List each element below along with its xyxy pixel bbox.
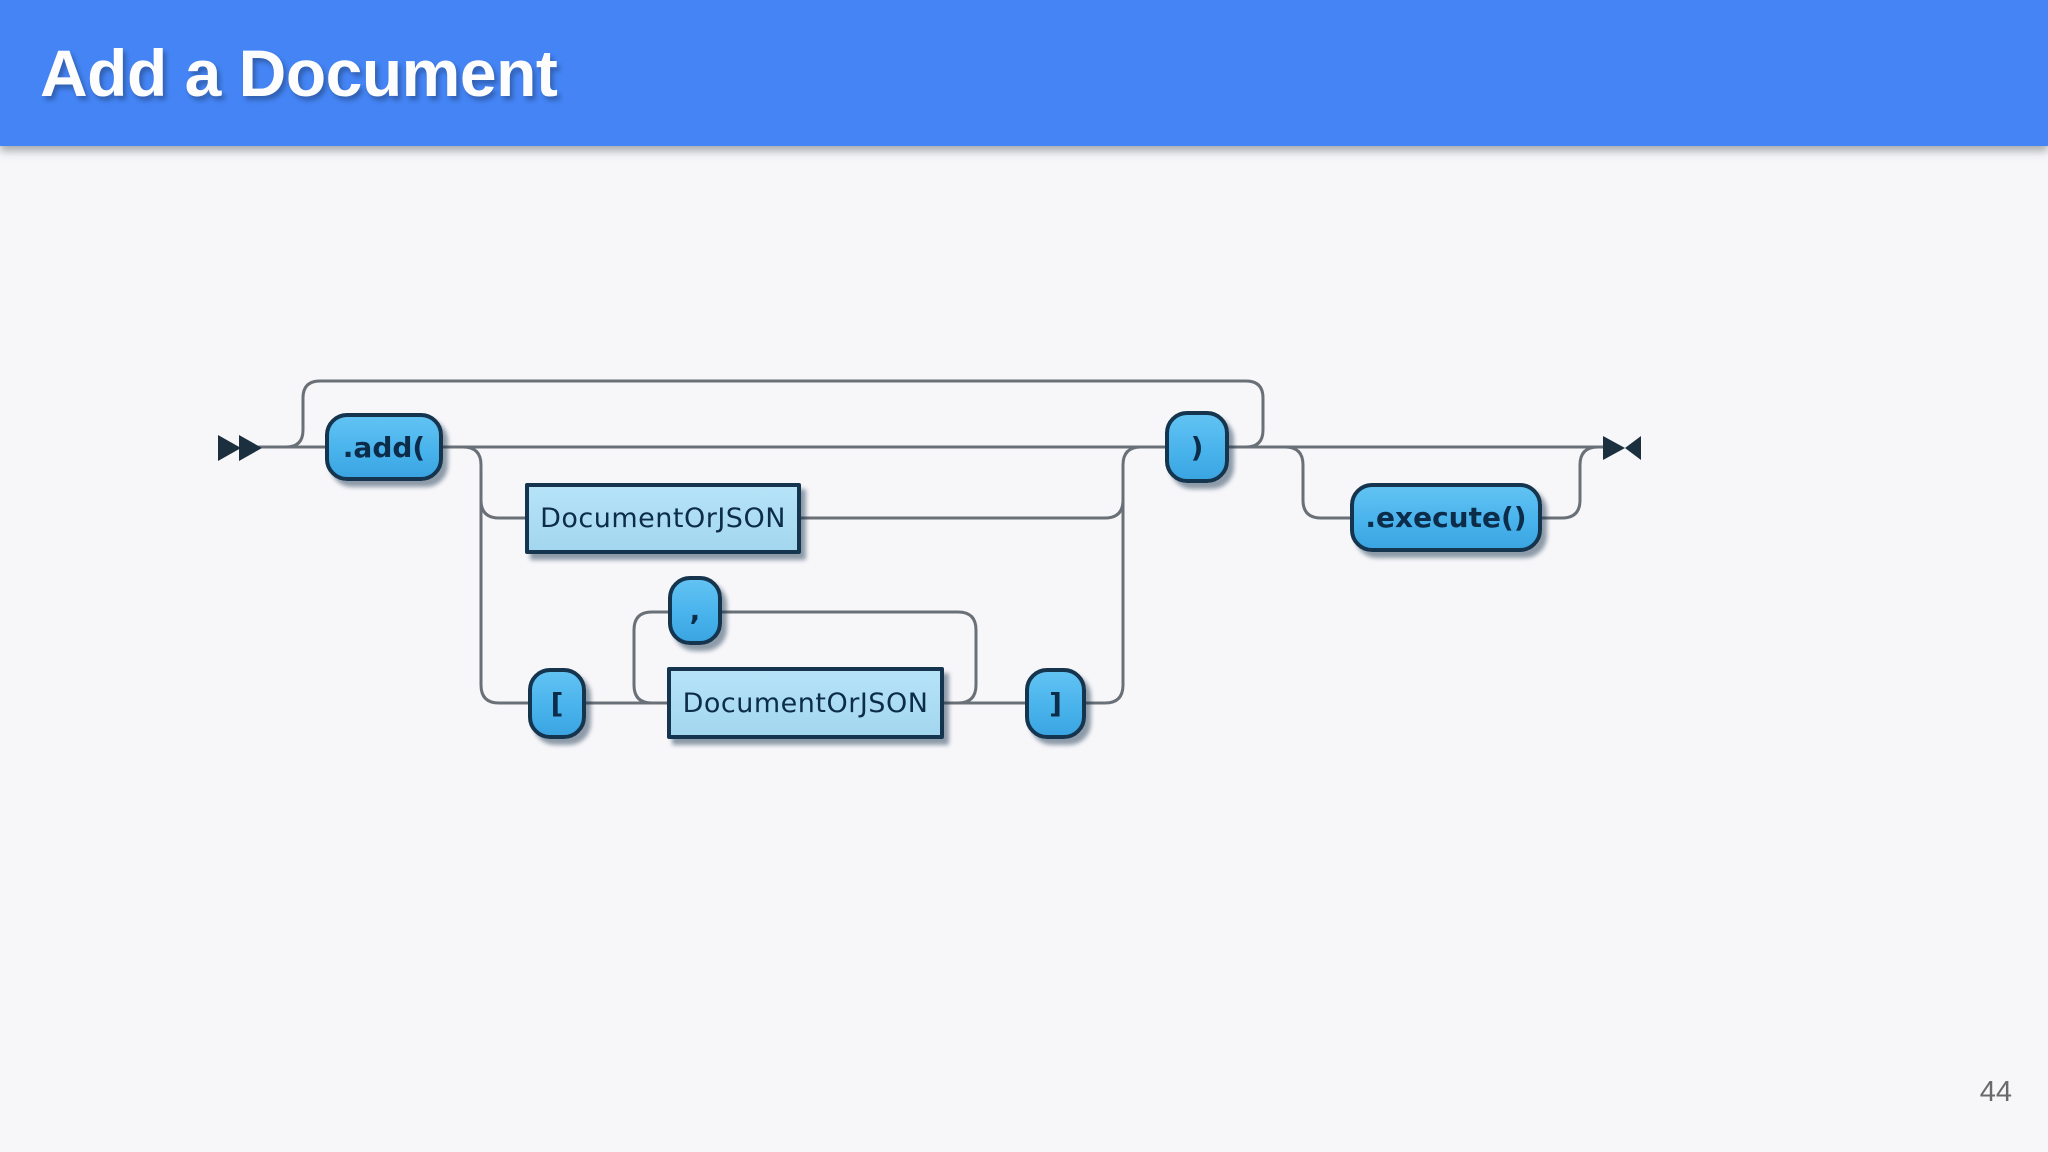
slide-header: Add a Document xyxy=(0,0,2048,146)
nonterminal-document-or-json-node: DocumentOrJSON xyxy=(525,483,801,554)
single-doc-rejoin-line xyxy=(799,445,1142,520)
page-number: 44 xyxy=(1979,1076,2012,1108)
skip-loop-line xyxy=(285,379,1265,449)
comma-loop-line xyxy=(632,610,978,705)
terminal-execute-node: .execute() xyxy=(1350,483,1542,552)
branch-down-line xyxy=(462,445,532,705)
execute-branch-line xyxy=(1284,445,1352,520)
railroad-end-arrow-icon xyxy=(1603,436,1641,460)
nonterminal-document-or-json-array-node: DocumentOrJSON xyxy=(667,667,944,739)
terminal-open-bracket-node: [ xyxy=(528,668,586,739)
execute-rejoin-line xyxy=(1541,445,1599,520)
page-title: Add a Document xyxy=(40,36,558,110)
terminal-add-node: .add( xyxy=(325,413,443,481)
terminal-comma-node: , xyxy=(668,576,722,645)
railroad-start-arrow-icon xyxy=(218,435,262,461)
array-rejoin-line xyxy=(1085,684,1125,705)
terminal-close-paren-node: ) xyxy=(1165,411,1229,483)
single-doc-branch-line xyxy=(479,499,527,520)
terminal-close-bracket-node: ] xyxy=(1025,668,1086,739)
